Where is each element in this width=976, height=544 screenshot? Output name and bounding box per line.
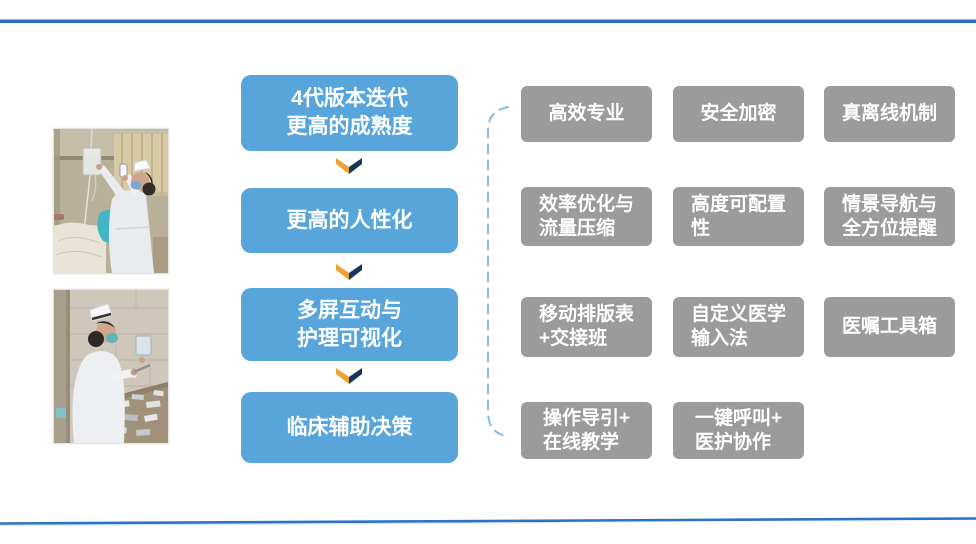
feature-box-guided-teaching: 操作导引+ 在线教学: [521, 402, 652, 459]
flow-step-humanization: 更高的人性化: [241, 188, 458, 253]
feature-label: 医嘱工具箱: [841, 316, 937, 338]
feature-label: 一键呼叫+ 医护协作: [694, 407, 783, 453]
feature-box-true-offline: 真离线机制: [824, 86, 955, 142]
down-chevron-icon: [336, 158, 362, 174]
flow-step-label: 多屏互动与 护理可视化: [297, 298, 402, 350]
bottom-border-line: [0, 517, 976, 526]
nurse-medication-illustration: [54, 290, 168, 443]
nurse-scanning-iv-photo: [53, 128, 169, 274]
feature-label: 操作导引+ 在线教学: [542, 407, 631, 453]
feature-box-configurable: 高度可配置 性: [673, 187, 804, 246]
dashed-brace: [487, 106, 509, 438]
feature-label: 移动排版表 +交接班: [538, 304, 634, 349]
feature-label: 真离线机制: [841, 103, 937, 125]
feature-box-secure-encryption: 安全加密: [673, 86, 804, 142]
feature-label: 自定义医学 输入法: [690, 304, 786, 349]
flow-step-clinical-decision: 临床辅助决策: [241, 392, 458, 463]
nurse-iv-illustration: [54, 129, 168, 273]
flow-step-label: 临床辅助决策: [286, 415, 413, 439]
flow-step-version-iteration: 4代版本迭代 更高的成熟度: [241, 75, 458, 151]
feature-box-efficient-professional: 高效专业: [521, 86, 652, 142]
feature-label: 效率优化与 流量压缩: [538, 193, 634, 239]
feature-label: 高度可配置 性: [690, 193, 786, 239]
feature-box-traffic-compression: 效率优化与 流量压缩: [521, 187, 652, 246]
feature-box-one-key-call: 一键呼叫+ 医护协作: [673, 402, 804, 459]
feature-label: 高效专业: [548, 103, 625, 125]
top-border-line: [0, 19, 976, 23]
flow-step-label: 4代版本迭代 更高的成熟度: [286, 87, 413, 138]
feature-box-context-navigation: 情景导航与 全方位提醒: [824, 187, 955, 246]
down-chevron-icon: [336, 368, 362, 384]
feature-box-medical-ime: 自定义医学 输入法: [673, 297, 804, 357]
down-chevron-icon: [336, 264, 362, 280]
feature-box-mobile-schedule: 移动排版表 +交接班: [521, 297, 652, 357]
flow-step-label: 更高的人性化: [286, 208, 413, 232]
feature-label: 情景导航与 全方位提醒: [841, 193, 937, 239]
flow-step-multiscreen-visualization: 多屏互动与 护理可视化: [241, 288, 458, 361]
nurse-preparing-medication-photo: [53, 289, 169, 444]
feature-label: 安全加密: [700, 103, 777, 125]
feature-box-order-toolbox: 医嘱工具箱: [824, 297, 955, 357]
